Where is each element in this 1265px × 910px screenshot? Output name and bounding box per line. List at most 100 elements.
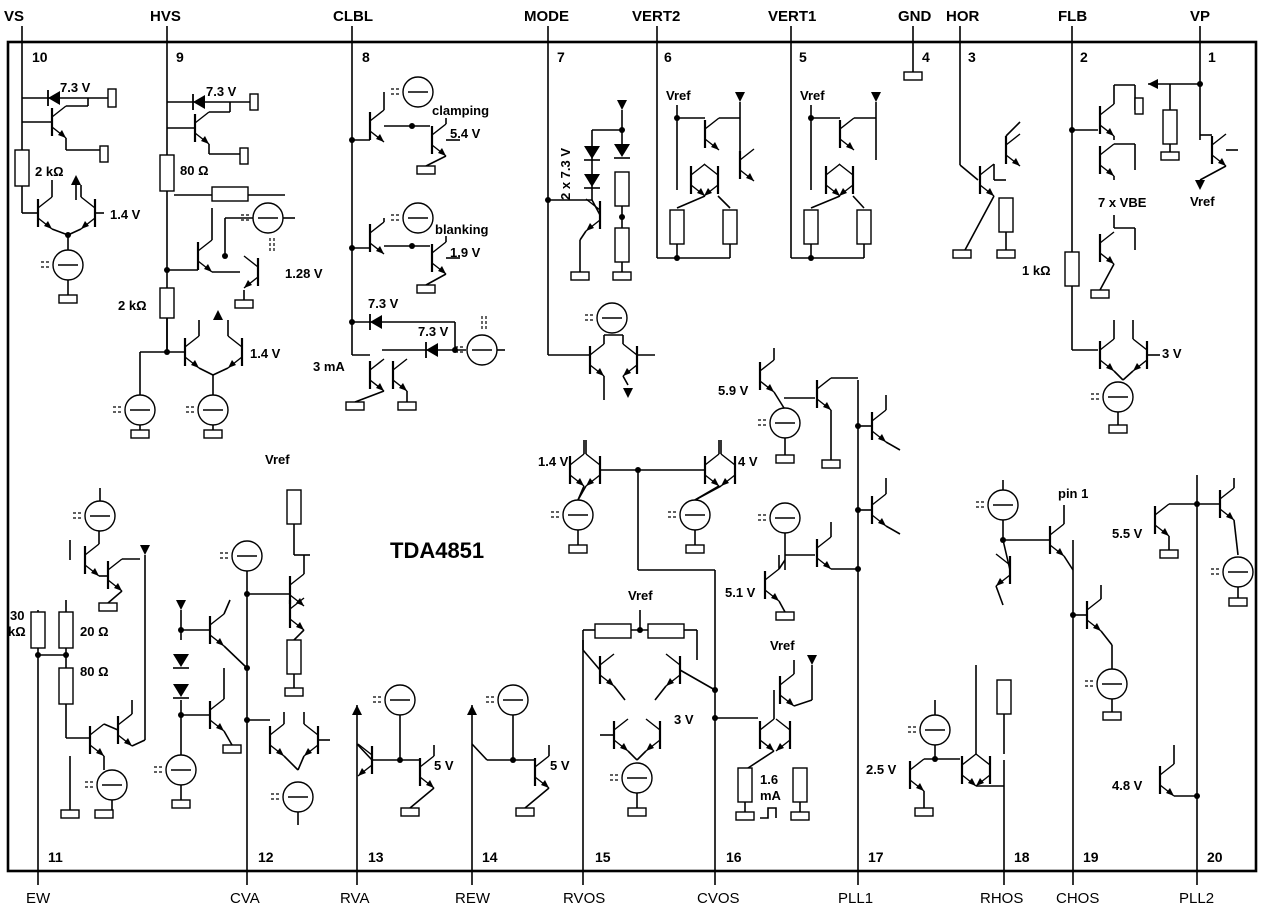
vos-diff-block: 1.4 V 4 V <box>538 440 758 690</box>
pin-num-6: 6 <box>664 49 672 65</box>
gnd-pin-ground <box>903 71 923 81</box>
pin-num-11: 11 <box>48 849 63 865</box>
pin-num-20: 20 <box>1207 849 1223 865</box>
chip-outline <box>6 40 1258 873</box>
clbl-zener1-label: 7.3 V <box>368 296 399 311</box>
pin-num-5: 5 <box>799 49 807 65</box>
ew-res30b-label: kΩ <box>8 624 26 639</box>
hor-block <box>952 121 1022 259</box>
pin-label-flb: FLB <box>1058 8 1087 25</box>
pll2-block: 5.5 V 4.8 V <box>1112 478 1254 799</box>
rvos-vref-label: Vref <box>628 588 653 603</box>
ew-res20-label: 20 Ω <box>80 624 109 639</box>
pin-num-19: 19 <box>1083 849 1099 865</box>
blanking-label: blanking <box>435 222 489 237</box>
pin-label-cva: CVA <box>230 890 260 907</box>
ew-res30a-label: 30 <box>10 608 24 623</box>
hvs-res2-label: 2 kΩ <box>118 298 147 313</box>
pll1-59v-label: 5.9 V <box>718 383 749 398</box>
clamping-label: clamping <box>432 103 489 118</box>
pin-label-gnd: GND <box>898 8 932 25</box>
cvos-current2-label: mA <box>760 788 782 803</box>
pin-num-17: 17 <box>868 849 884 865</box>
vp-block: Vref <box>1148 79 1238 209</box>
hvs-zener-label: 7.3 V <box>206 84 237 99</box>
pin-label-rvos: RVOS <box>563 890 605 907</box>
pin-label-mode: MODE <box>524 8 569 25</box>
rva-block: 5 V <box>352 684 454 817</box>
vs-res-label: 2 kΩ <box>35 164 64 179</box>
pin-num-3: 3 <box>968 49 976 65</box>
pin-label-ew: EW <box>26 890 51 907</box>
pin-label-clbl: CLBL <box>333 8 373 25</box>
pin-label-cvos: CVOS <box>697 890 740 907</box>
top-pin-numbers: 10 9 8 7 6 5 4 3 2 1 <box>32 49 1216 65</box>
hvs-res1-label: 80 Ω <box>180 163 209 178</box>
vos-14v-label: 1.4 V <box>538 454 569 469</box>
pin-label-chos: CHOS <box>1056 890 1099 907</box>
pin-label-rva: RVA <box>340 890 369 907</box>
vs-zener-label: 7.3 V <box>60 80 91 95</box>
rew-block: 5 V <box>467 684 570 817</box>
clbl-block: clamping 5.4 V blanking 1.9 V 7.3 V 7.3 … <box>313 76 505 411</box>
pin-num-15: 15 <box>595 849 611 865</box>
pin-label-hor: HOR <box>946 8 980 25</box>
vert1-vref-label: Vref <box>800 88 825 103</box>
pin-num-18: 18 <box>1014 849 1030 865</box>
hvs-input-block: 7.3 V 80 Ω 1.28 V 2 kΩ 1.4 V <box>112 84 323 439</box>
rvos-3v-label: 3 V <box>674 712 694 727</box>
top-pin-labels: VS HVS CLBL MODE VERT2 VERT1 GND HOR FLB… <box>4 8 1210 25</box>
chos-block: pin 1 <box>975 480 1128 721</box>
bottom-pin-labels: EW CVA RVA REW RVOS CVOS PLL1 RHOS CHOS … <box>26 890 1214 907</box>
pin-label-rhos: RHOS <box>980 890 1023 907</box>
cva-block: Vref <box>153 452 330 825</box>
clamp-voltage-label: 5.4 V <box>450 126 481 141</box>
pin-num-8: 8 <box>362 49 370 65</box>
mode-block: 2 x 7.3 V <box>545 100 655 400</box>
flb-block: 7 x VBE 1 kΩ 3 V <box>1022 84 1182 434</box>
vert2-vref-label: Vref <box>666 88 691 103</box>
chip-name: TDA4851 <box>390 538 484 563</box>
flb-out-label: 3 V <box>1162 346 1182 361</box>
pin-label-pll1: PLL1 <box>838 890 873 907</box>
rew-5v-label: 5 V <box>550 758 570 773</box>
pin-label-rew: REW <box>455 890 491 907</box>
pll1-51v-label: 5.1 V <box>725 585 756 600</box>
rva-5v-label: 5 V <box>434 758 454 773</box>
pin-num-16: 16 <box>726 849 742 865</box>
rhos-block: 2.5 V <box>866 665 1012 817</box>
blank-voltage-label: 1.9 V <box>450 245 481 260</box>
cva-vref-label: Vref <box>265 452 290 467</box>
vs-input-block: 7.3 V 2 kΩ 1.4 V <box>14 80 141 304</box>
clbl-zener2-label: 7.3 V <box>418 324 449 339</box>
pin-label-hvs: HVS <box>150 8 181 25</box>
pin-num-12: 12 <box>258 849 274 865</box>
pin-num-9: 9 <box>176 49 184 65</box>
pin1-label: pin 1 <box>1058 486 1088 501</box>
pll1-block: 5.9 V 5.1 V <box>718 348 901 621</box>
flb-res-label: 1 kΩ <box>1022 263 1051 278</box>
pin-label-pll2: PLL2 <box>1179 890 1214 907</box>
pin-num-1: 1 <box>1208 49 1216 65</box>
pin-num-4: 4 <box>922 49 930 65</box>
vert1-block: Vref <box>791 88 881 261</box>
flb-vbe-label: 7 x VBE <box>1098 195 1147 210</box>
pin-num-10: 10 <box>32 49 48 65</box>
rhos-25v-label: 2.5 V <box>866 762 897 777</box>
ew-block: 30 kΩ 20 Ω 80 Ω <box>8 488 150 819</box>
mode-zener-label: 2 x 7.3 V <box>558 148 573 200</box>
pin-num-13: 13 <box>368 849 384 865</box>
ew-res80-label: 80 Ω <box>80 664 109 679</box>
cvos-vref-label: Vref <box>770 638 795 653</box>
cvos-block: Vref 1.6 mA <box>712 638 817 821</box>
bottom-pin-numbers: 11 12 13 14 15 16 17 18 19 20 <box>48 849 1223 865</box>
pin-num-7: 7 <box>557 49 565 65</box>
chos-55v-label: 5.5 V <box>1112 526 1143 541</box>
pin-label-vert2: VERT2 <box>632 8 680 25</box>
cvos-current1-label: 1.6 <box>760 772 778 787</box>
vs-out-label: 1.4 V <box>110 207 141 222</box>
pin-num-14: 14 <box>482 849 498 865</box>
rvos-block: Vref 3 V <box>582 588 718 817</box>
vert2-block: Vref <box>657 88 756 261</box>
